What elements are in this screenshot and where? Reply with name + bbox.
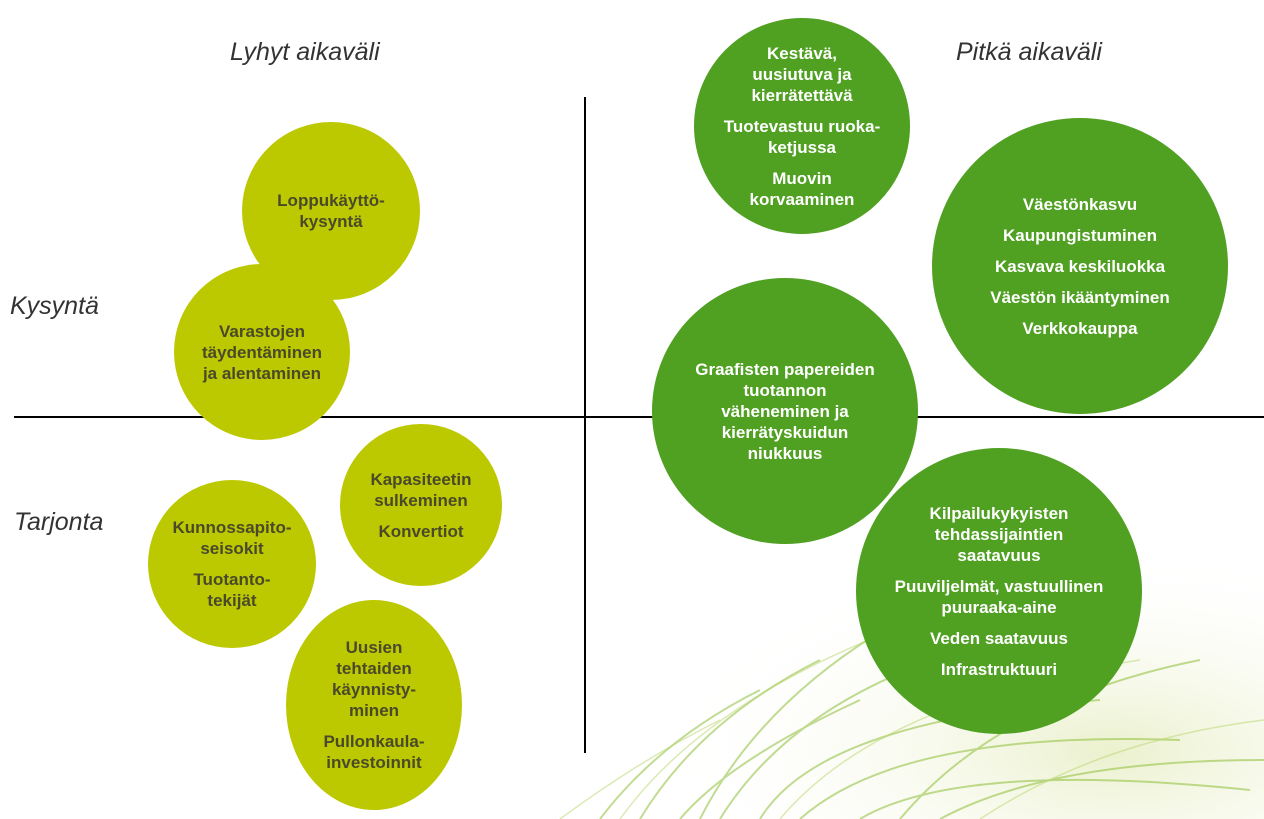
circle-text: Graafisten papereiden tuotannon vähenemi… bbox=[695, 359, 875, 463]
supply-label: Tarjonta bbox=[14, 508, 104, 536]
inventory-circle: Varastojen täydentäminen ja alentaminen bbox=[174, 264, 350, 440]
sustainability-circle: Kestävä, uusiutuva ja kierrätettävä Tuot… bbox=[694, 18, 910, 234]
circle-text: Pullonkaula- investoinnit bbox=[323, 732, 425, 772]
circle-text: Tuotanto- tekijät bbox=[193, 570, 271, 610]
circle-text: Väestönkasvu bbox=[1022, 194, 1138, 214]
circle-text: Muovin korvaaminen bbox=[749, 168, 855, 209]
short-term-label: Lyhyt aikaväli bbox=[230, 38, 380, 66]
competitive-locations-circle: Kilpailukykyisten tehdassijaintien saata… bbox=[856, 448, 1142, 734]
circle-text: Infrastruktuuri bbox=[940, 659, 1058, 679]
circle-text: Kasvava keskiluokka bbox=[994, 256, 1166, 276]
circle-text: Kapasiteetin sulkeminen bbox=[370, 469, 472, 510]
vertical-axis bbox=[584, 97, 586, 753]
circle-text: Kaupungistuminen bbox=[1003, 225, 1157, 245]
circle-text: Varastojen täydentäminen ja alentaminen bbox=[202, 321, 322, 383]
circle-text: Kilpailukykyisten tehdassijaintien saata… bbox=[929, 503, 1069, 565]
maintenance-circle: Kunnossapito- seisokit Tuotanto- tekijät bbox=[148, 480, 316, 648]
demand-label: Kysyntä bbox=[10, 292, 99, 320]
circle-text: Väestön ikääntyminen bbox=[990, 287, 1170, 307]
circle-text: Verkkokauppa bbox=[1022, 318, 1138, 338]
circle-text: Loppukäyttö- kysyntä bbox=[277, 191, 385, 231]
circle-text: Uusien tehtaiden käynnisty- minen bbox=[331, 638, 417, 720]
population-circle: Väestönkasvu Kaupungistuminen Kasvava ke… bbox=[932, 118, 1228, 414]
circle-text: Veden saatavuus bbox=[930, 628, 1068, 648]
circle-text: Tuotevastuu ruoka- ketjussa bbox=[723, 116, 881, 157]
new-mills-circle: Uusien tehtaiden käynnisty- minen Pullon… bbox=[286, 600, 462, 810]
circle-text: Puuviljelmät, vastuullinen puuraaka-aine bbox=[894, 576, 1104, 617]
circle-text: Kunnossapito- seisokit bbox=[172, 518, 292, 558]
graphic-papers-circle: Graafisten papereiden tuotannon vähenemi… bbox=[652, 278, 918, 544]
capacity-circle: Kapasiteetin sulkeminen Konvertiot bbox=[340, 424, 502, 586]
horizontal-axis bbox=[14, 416, 1264, 418]
circle-text: Kestävä, uusiutuva ja kierrätettävä bbox=[751, 43, 853, 105]
long-term-label: Pitkä aikaväli bbox=[956, 38, 1102, 66]
circle-text: Konvertiot bbox=[378, 521, 464, 541]
